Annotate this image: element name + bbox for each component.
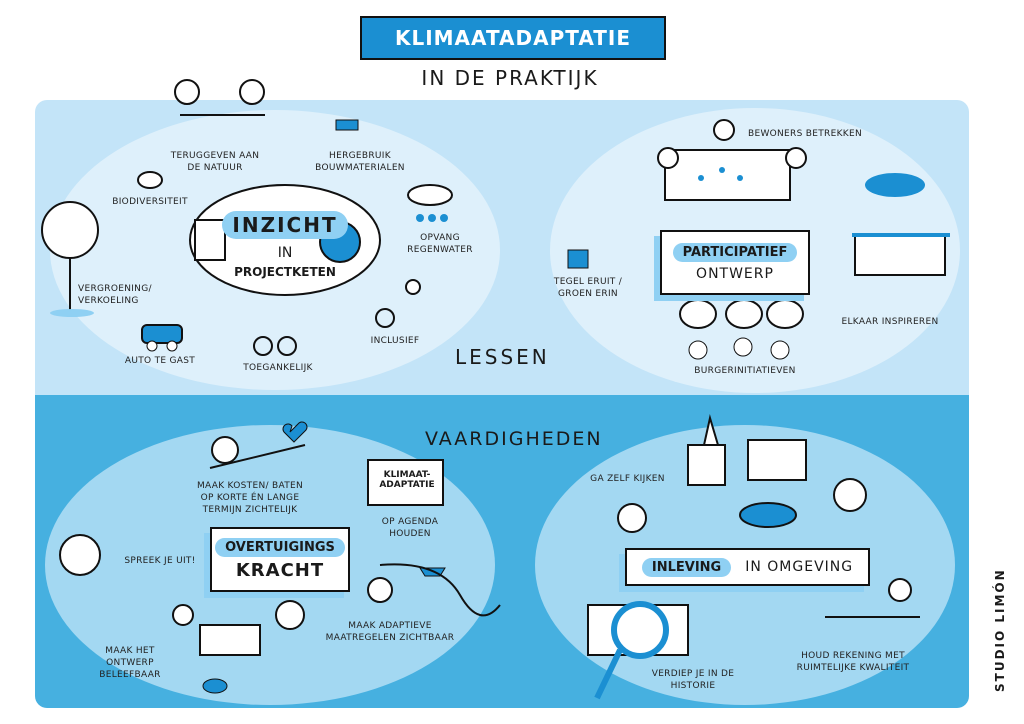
inzicht-line3: PROJECTKETEN — [234, 265, 336, 279]
material-icon — [335, 119, 359, 131]
label-teruggeven: TERUGGEVEN AAN DE NATUUR — [170, 151, 260, 173]
inleving-highlight: INLEVING — [641, 557, 732, 577]
label-beleefbaar: MAAK HET ONTWERP BELEEFBAAR — [99, 646, 161, 680]
label-tegel: TEGEL ERUIT / GROEN ERIN — [553, 277, 623, 299]
participatief-box: PARTICIPATIEF ONTWERP — [660, 230, 810, 295]
title-banner: KLIMAATADAPTATIE — [360, 16, 666, 60]
map-table-icon — [657, 119, 807, 201]
label-hergebruik: HERGEBRUIK BOUWMATERIALEN — [315, 151, 405, 173]
landscape-icon — [825, 578, 920, 618]
calendar-icon — [367, 459, 444, 506]
inleving-line2: IN OMGEVING — [745, 559, 854, 575]
wheelchair-icon — [375, 279, 421, 328]
bicycle-icon — [253, 336, 297, 356]
inzicht-center: INZICHT IN PROJECTKETEN — [222, 205, 348, 285]
label-elkaar-inspireren: ELKAAR INSPIREREN — [841, 317, 939, 327]
subtitle: IN DE PRAKTIJK — [421, 66, 599, 90]
lessen-heading: LESSEN — [455, 345, 550, 369]
label-inclusief: INCLUSIEF — [370, 336, 420, 346]
label-spreek-uit: SPREEK JE UIT! — [124, 556, 196, 566]
car-icon — [141, 324, 183, 352]
speech-bubbles-icon — [679, 299, 804, 360]
label-opvang: OPVANG REGENWATER — [407, 233, 473, 255]
inleving-box: INLEVING IN OMGEVING — [625, 548, 870, 586]
tile-icon — [567, 249, 589, 269]
label-adaptieve: MAAK ADAPTIEVE MAATREGELEN ZICHTBAAR — [325, 621, 455, 643]
magnifier-map-icon — [587, 601, 689, 700]
cloud-rain-icon — [407, 184, 453, 222]
scale-money-heart-icon — [209, 421, 308, 469]
label-agenda: OP AGENDA HOUDEN — [381, 517, 439, 539]
bee-icon — [137, 171, 163, 189]
participatief-highlight: PARTICIPATIEF — [672, 243, 798, 262]
trees-roots-icon — [174, 79, 265, 116]
overtuiging-highlight: OVERTUIGINGS — [215, 538, 345, 557]
label-historie: VERDIEP JE IN DE HISTORIE — [651, 669, 735, 691]
label-ruimtelijke: HOUD REKENING MET RUIMTELIJKE KWALITEIT — [796, 651, 910, 673]
church-pond-icon — [617, 414, 867, 533]
label-kosten-baten: MAAK KOSTEN/ BATEN OP KORTE ÉN LANGE TER… — [196, 481, 304, 515]
label-biodiversiteit: BIODIVERSITEIT — [112, 197, 188, 207]
label-auto: AUTO TE GAST — [124, 356, 196, 366]
speaker-face-icon — [59, 534, 101, 576]
inzicht-line2: IN — [277, 245, 293, 261]
studio-credit: STUDIO LIMÓN — [993, 568, 1007, 692]
inzicht-highlight: INZICHT — [222, 211, 348, 239]
calendar-text: KLIMAAT-ADAPTATIE — [379, 470, 435, 490]
label-burgerinitiatieven: BURGERINITIATIEVEN — [694, 366, 796, 376]
tree-icon — [41, 201, 99, 317]
houses-rain-icon — [852, 173, 950, 276]
label-bewoners: BEWONERS BETREKKEN — [747, 129, 862, 139]
houses-trees-icon — [172, 600, 305, 694]
document-icon — [194, 219, 226, 261]
swimmer-river-icon — [367, 563, 501, 617]
vaardigheden-heading: VAARDIGHEDEN — [425, 428, 603, 450]
label-zelf-kijken: GA ZELF KIJKEN — [590, 474, 665, 484]
participatief-line2: ONTWERP — [696, 266, 774, 282]
overtuiging-line2: KRACHT — [235, 560, 325, 581]
overtuiging-box: OVERTUIGINGS KRACHT — [210, 527, 350, 592]
label-vergroening: VERGROENING/ VERKOELING — [78, 284, 152, 306]
label-toegankelijk: TOEGANKELIJK — [243, 363, 313, 373]
